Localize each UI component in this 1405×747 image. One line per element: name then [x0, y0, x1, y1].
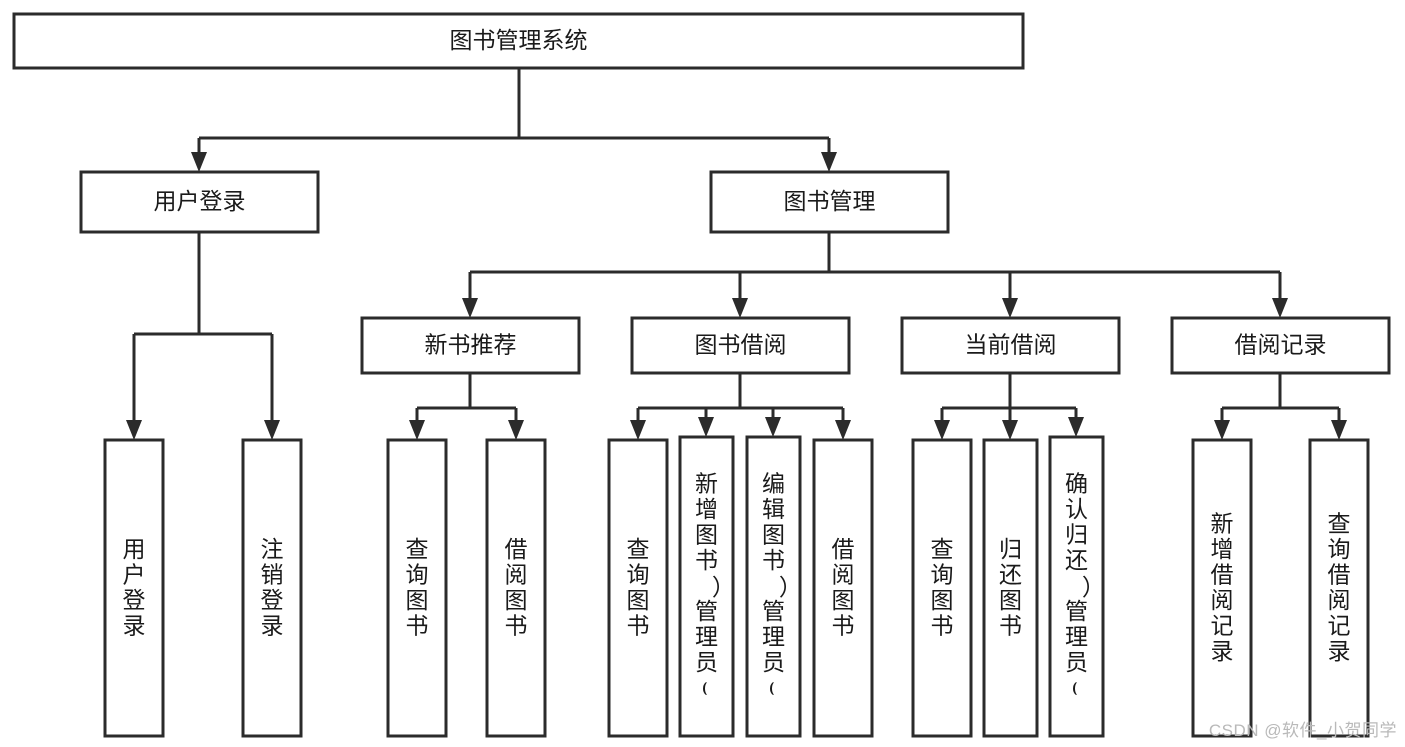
- node-label-bracket: ⌒: [762, 575, 788, 598]
- node-box-leaf-return-book[interactable]: [982, 438, 1039, 738]
- node-label-leaf-query-book-2: 查询图书: [627, 536, 650, 639]
- connector-c-bor-d: [835, 408, 851, 440]
- node-box-leaf-user-logout[interactable]: [241, 438, 303, 738]
- node-book-borrow[interactable]: 图书借阅: [630, 316, 851, 375]
- node-box-borrow-record[interactable]: [1170, 316, 1391, 375]
- node-box-leaf-query-record[interactable]: [1308, 438, 1370, 738]
- node-leaf-user-login[interactable]: 用户登录: [103, 438, 165, 738]
- node-label-leaf-query-book-3: 查询图书: [931, 536, 954, 639]
- node-label-leaf-query-book-1: 查询图书: [406, 536, 429, 639]
- node-leaf-edit-book[interactable]: ⌒ ⌣ 编辑图书 管理员: [745, 435, 802, 738]
- connector-c-cur-a: [934, 408, 950, 440]
- connector-c-root-to-mgmt: [821, 138, 837, 172]
- connector-c-login-b: [264, 334, 280, 440]
- node-user-login[interactable]: 用户登录: [79, 170, 320, 234]
- node-leaf-query-book-2[interactable]: 查询图书: [607, 438, 669, 738]
- node-layer: 图书管理系统用户登录图书管理新书推荐图书借阅当前借阅借阅记录用户登录注销登录查询…: [12, 12, 1391, 738]
- node-label-borrow-record: 借阅记录: [1235, 332, 1327, 358]
- node-box-leaf-add-record[interactable]: [1191, 438, 1253, 738]
- node-book-management[interactable]: 图书管理: [709, 170, 950, 234]
- node-label-leaf-edit-book: 编辑图书 管理员: [762, 471, 785, 676]
- connector-c-cur-c: [1068, 408, 1084, 437]
- node-box-leaf-confirm-return[interactable]: [1048, 435, 1105, 738]
- node-label-user-login: 用户登录: [154, 188, 246, 214]
- node-leaf-user-logout[interactable]: 注销登录: [241, 438, 303, 738]
- node-label-bracket: ⌣: [695, 681, 721, 696]
- node-label-leaf-add-record: 新增借阅记录: [1211, 510, 1234, 664]
- node-box-leaf-user-login[interactable]: [103, 438, 165, 738]
- node-leaf-add-book[interactable]: ⌒ ⌣ 新增图书 管理员: [678, 435, 735, 738]
- node-box-leaf-borrow-book-1[interactable]: [485, 438, 547, 738]
- node-new-book-recommend[interactable]: 新书推荐: [360, 316, 581, 375]
- connector-c-log-a: [1214, 408, 1230, 440]
- connector-c-bor-a: [630, 408, 646, 440]
- node-leaf-borrow-book-1[interactable]: 借阅图书: [485, 438, 547, 738]
- node-leaf-return-book[interactable]: 归还图书: [982, 438, 1039, 738]
- node-label-leaf-add-book: 新增图书 管理员: [695, 471, 718, 676]
- connector-c-bor-c: [765, 408, 781, 437]
- node-leaf-confirm-return[interactable]: ⌒ ⌣ 确认归还 管理员: [1048, 435, 1105, 738]
- node-leaf-query-book-1[interactable]: 查询图书: [386, 438, 448, 738]
- node-box-leaf-edit-book[interactable]: [745, 435, 802, 738]
- node-label-new-book-recommend: 新书推荐: [425, 332, 517, 358]
- node-label-bracket: ⌒: [695, 575, 721, 598]
- node-box-book-management[interactable]: [709, 170, 950, 234]
- connector-layer: [126, 68, 1347, 440]
- node-label-leaf-confirm-return: 确认归还 管理员: [1065, 471, 1088, 676]
- node-label-leaf-user-login: 用户登录: [123, 536, 146, 639]
- connector-c-mgmt-a: [462, 272, 478, 318]
- connector-c-bor-b: [698, 408, 714, 437]
- node-label-book-management: 图书管理: [784, 188, 876, 214]
- node-root[interactable]: 图书管理系统: [12, 12, 1025, 70]
- connector-c-mgmt-d: [1272, 272, 1288, 318]
- node-label-book-borrow: 图书借阅: [695, 332, 787, 358]
- connector-c-cur-b: [1002, 408, 1018, 440]
- connector-c-mgmt-b: [732, 272, 748, 318]
- node-label-bracket: ⌣: [762, 681, 788, 696]
- node-box-leaf-query-book-1[interactable]: [386, 438, 448, 738]
- node-box-root[interactable]: [12, 12, 1025, 70]
- node-box-leaf-borrow-book-2[interactable]: [812, 438, 874, 738]
- node-borrow-record[interactable]: 借阅记录: [1170, 316, 1391, 375]
- node-label-bracket: ⌒: [1065, 575, 1091, 598]
- node-label-root: 图书管理系统: [450, 27, 588, 53]
- connector-c-rec-b: [508, 408, 524, 440]
- connector-c-mgmt-c: [1002, 272, 1018, 318]
- node-label-leaf-borrow-book-1: 借阅图书: [505, 536, 528, 639]
- node-label-current-borrow: 当前借阅: [965, 332, 1057, 358]
- node-box-leaf-query-book-3[interactable]: [911, 438, 973, 738]
- node-label-leaf-query-record: 查询借阅记录: [1328, 510, 1351, 664]
- node-box-leaf-query-book-2[interactable]: [607, 438, 669, 738]
- connector-c-rec-a: [409, 408, 425, 440]
- node-leaf-query-book-3[interactable]: 查询图书: [911, 438, 973, 738]
- node-box-leaf-add-book[interactable]: [678, 435, 735, 738]
- node-box-book-borrow[interactable]: [630, 316, 851, 375]
- node-box-user-login[interactable]: [79, 170, 320, 234]
- node-label-leaf-borrow-book-2: 借阅图书: [832, 536, 855, 639]
- node-box-new-book-recommend[interactable]: [360, 316, 581, 375]
- node-box-current-borrow[interactable]: [900, 316, 1121, 375]
- node-leaf-add-record[interactable]: 新增借阅记录: [1191, 438, 1253, 738]
- node-label-leaf-user-logout: 注销登录: [261, 536, 284, 639]
- node-leaf-borrow-book-2[interactable]: 借阅图书: [812, 438, 874, 738]
- connector-c-login-a: [126, 334, 142, 440]
- node-current-borrow[interactable]: 当前借阅: [900, 316, 1121, 375]
- node-label-leaf-return-book: 归还图书: [999, 536, 1022, 639]
- connector-c-log-b: [1331, 408, 1347, 440]
- connector-c-root-to-login: [191, 138, 207, 172]
- node-leaf-query-record[interactable]: 查询借阅记录: [1308, 438, 1370, 738]
- node-label-bracket: ⌣: [1065, 681, 1091, 696]
